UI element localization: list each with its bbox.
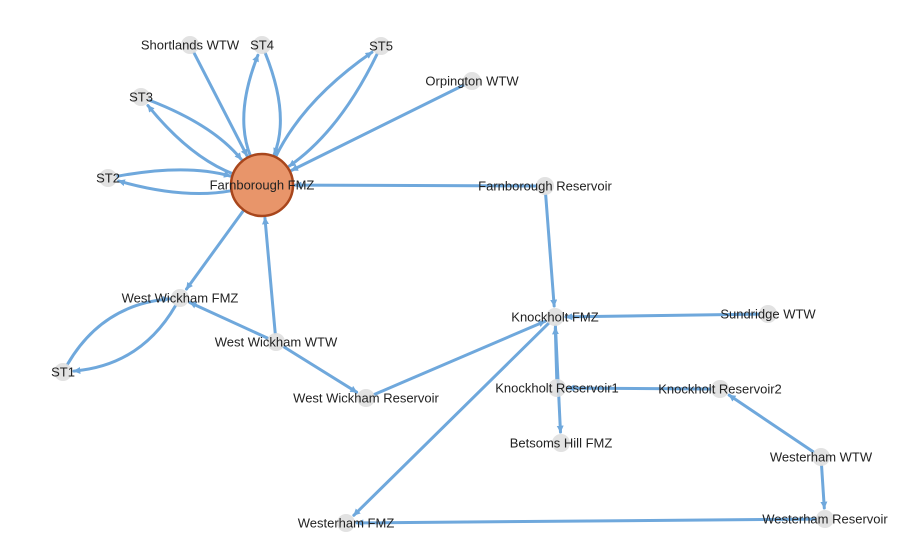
node-label: ST5 bbox=[369, 39, 393, 54]
edge-west-wickham-wtw-to-west-wickham-reservoir[interactable] bbox=[282, 345, 359, 394]
node-st1[interactable]: ST1 bbox=[51, 363, 75, 381]
node-label: Knockholt Reservoir1 bbox=[495, 381, 619, 396]
node-circle[interactable] bbox=[812, 448, 830, 466]
node-circle[interactable] bbox=[536, 177, 554, 195]
node-circle[interactable] bbox=[253, 36, 271, 54]
node-orpington-wtw[interactable]: Orpington WTW bbox=[425, 72, 519, 90]
node-betsoms-hill-fmz[interactable]: Betsoms Hill FMZ bbox=[510, 434, 613, 452]
edge-west-wickham-wtw-to-farnborough-fmz[interactable] bbox=[262, 216, 277, 335]
node-label: ST2 bbox=[96, 171, 120, 186]
node-label: Knockholt Reservoir2 bbox=[658, 382, 782, 397]
node-farnborough-fmz[interactable]: Farnborough FMZ bbox=[210, 152, 315, 218]
node-circle[interactable] bbox=[132, 88, 150, 106]
node-knockholt-reservoir2[interactable]: Knockholt Reservoir2 bbox=[658, 380, 782, 398]
edge-farnborough-reservoir-to-farnborough-fmz[interactable] bbox=[293, 181, 538, 189]
node-west-wickham-wtw[interactable]: West Wickham WTW bbox=[215, 333, 338, 351]
node-st5[interactable]: ST5 bbox=[369, 37, 393, 55]
node-st3[interactable]: ST3 bbox=[129, 88, 153, 106]
node-label: Sundridge WTW bbox=[720, 307, 816, 322]
node-farnborough-reservoir[interactable]: Farnborough Reservoir bbox=[478, 177, 613, 195]
edge-st3-to-farnborough-fmz[interactable] bbox=[147, 98, 243, 161]
node-circle[interactable] bbox=[711, 380, 729, 398]
edge-knockholt-reservoir2-to-knockholt-reservoir1[interactable] bbox=[566, 384, 713, 392]
edge-sundridge-wtw-to-knockholt-fmz[interactable] bbox=[564, 312, 761, 321]
edge-knockholt-fmz-to-betsoms-hill-fmz[interactable] bbox=[553, 324, 564, 434]
edge-st5-to-farnborough-fmz[interactable] bbox=[287, 52, 379, 168]
edge-west-wickham-reservoir-to-knockholt-fmz[interactable] bbox=[372, 319, 547, 396]
edge-farnborough-fmz-to-st2[interactable] bbox=[117, 179, 234, 195]
node-label: West Wickham Reservoir bbox=[293, 391, 439, 406]
edge-farnborough-fmz-to-west-wickham-fmz[interactable] bbox=[184, 208, 246, 291]
node-circle[interactable] bbox=[552, 434, 570, 452]
edge-st2-to-farnborough-fmz[interactable] bbox=[115, 168, 232, 178]
node-circle[interactable] bbox=[463, 72, 481, 90]
edge-shortlands-wtw-to-farnborough-fmz[interactable] bbox=[192, 51, 249, 158]
node-label: ST4 bbox=[250, 38, 274, 53]
node-circle[interactable] bbox=[337, 514, 355, 532]
edge-st4-to-farnborough-fmz[interactable] bbox=[263, 51, 282, 156]
node-label: Shortlands WTW bbox=[141, 38, 240, 53]
node-westerham-wtw[interactable]: Westerham WTW bbox=[770, 448, 873, 466]
node-circle[interactable] bbox=[54, 363, 72, 381]
node-circle[interactable] bbox=[99, 169, 117, 187]
node-circle[interactable] bbox=[171, 289, 189, 307]
node-label: Westerham FMZ bbox=[298, 516, 395, 531]
node-circle[interactable] bbox=[357, 389, 375, 407]
node-label: Farnborough Reservoir bbox=[478, 179, 612, 194]
node-st2[interactable]: ST2 bbox=[96, 169, 120, 187]
node-circle[interactable] bbox=[267, 333, 285, 351]
edge-knockholt-fmz-to-westerham-fmz[interactable] bbox=[352, 321, 551, 517]
edge-st1-to-west-wickham-fmz[interactable] bbox=[66, 295, 171, 366]
node-westerham-reservoir[interactable]: Westerham Reservoir bbox=[762, 510, 888, 528]
edge-layer bbox=[66, 50, 828, 527]
node-knockholt-fmz[interactable]: Knockholt FMZ bbox=[511, 308, 599, 326]
node-label: ST3 bbox=[129, 90, 153, 105]
edge-westerham-wtw-to-westerham-reservoir[interactable] bbox=[820, 464, 828, 510]
node-label: Orpington WTW bbox=[425, 74, 519, 89]
edge-farnborough-fmz-to-st5[interactable] bbox=[274, 50, 374, 159]
node-circle[interactable] bbox=[548, 379, 566, 397]
edge-farnborough-fmz-to-st3[interactable] bbox=[146, 104, 235, 176]
edge-orpington-wtw-to-farnborough-fmz[interactable] bbox=[290, 83, 466, 172]
node-label: Westerham Reservoir bbox=[762, 512, 888, 527]
node-label: ST1 bbox=[51, 365, 75, 380]
node-st4[interactable]: ST4 bbox=[250, 36, 274, 54]
edge-farnborough-fmz-to-st4[interactable] bbox=[242, 53, 260, 158]
node-label: Westerham WTW bbox=[770, 450, 873, 465]
node-westerham-fmz[interactable]: Westerham FMZ bbox=[298, 514, 395, 532]
node-shortlands-wtw[interactable]: Shortlands WTW bbox=[141, 36, 240, 54]
node-circle[interactable] bbox=[181, 36, 199, 54]
node-west-wickham-fmz[interactable]: West Wickham FMZ bbox=[122, 289, 239, 307]
node-label: Farnborough FMZ bbox=[210, 178, 315, 193]
node-layer: Farnborough FMZ Shortlands WTW ST4 ST5Orpin… bbox=[51, 36, 888, 532]
node-label: Knockholt FMZ bbox=[511, 310, 598, 325]
node-west-wickham-reservoir[interactable]: West Wickham Reservoir bbox=[293, 389, 439, 407]
edge-west-wickham-fmz-to-st1[interactable] bbox=[72, 304, 177, 375]
edge-farnborough-reservoir-to-knockholt-fmz[interactable] bbox=[544, 193, 558, 308]
selected-node-circle[interactable] bbox=[229, 152, 295, 218]
node-label: West Wickham FMZ bbox=[122, 291, 239, 306]
node-label: Betsoms Hill FMZ bbox=[510, 436, 613, 451]
node-knockholt-reservoir1[interactable]: Knockholt Reservoir1 bbox=[495, 379, 619, 397]
edge-westerham-wtw-to-knockholt-reservoir2[interactable] bbox=[727, 393, 816, 454]
node-sundridge-wtw[interactable]: Sundridge WTW bbox=[720, 305, 816, 323]
node-circle[interactable] bbox=[372, 37, 390, 55]
edge-west-wickham-wtw-to-west-wickham-fmz[interactable] bbox=[188, 301, 270, 340]
node-label: West Wickham WTW bbox=[215, 335, 338, 350]
node-circle[interactable] bbox=[546, 308, 564, 326]
node-circle[interactable] bbox=[816, 510, 834, 528]
edge-westerham-reservoir-to-westerham-fmz[interactable] bbox=[355, 517, 818, 527]
node-circle[interactable] bbox=[759, 305, 777, 323]
